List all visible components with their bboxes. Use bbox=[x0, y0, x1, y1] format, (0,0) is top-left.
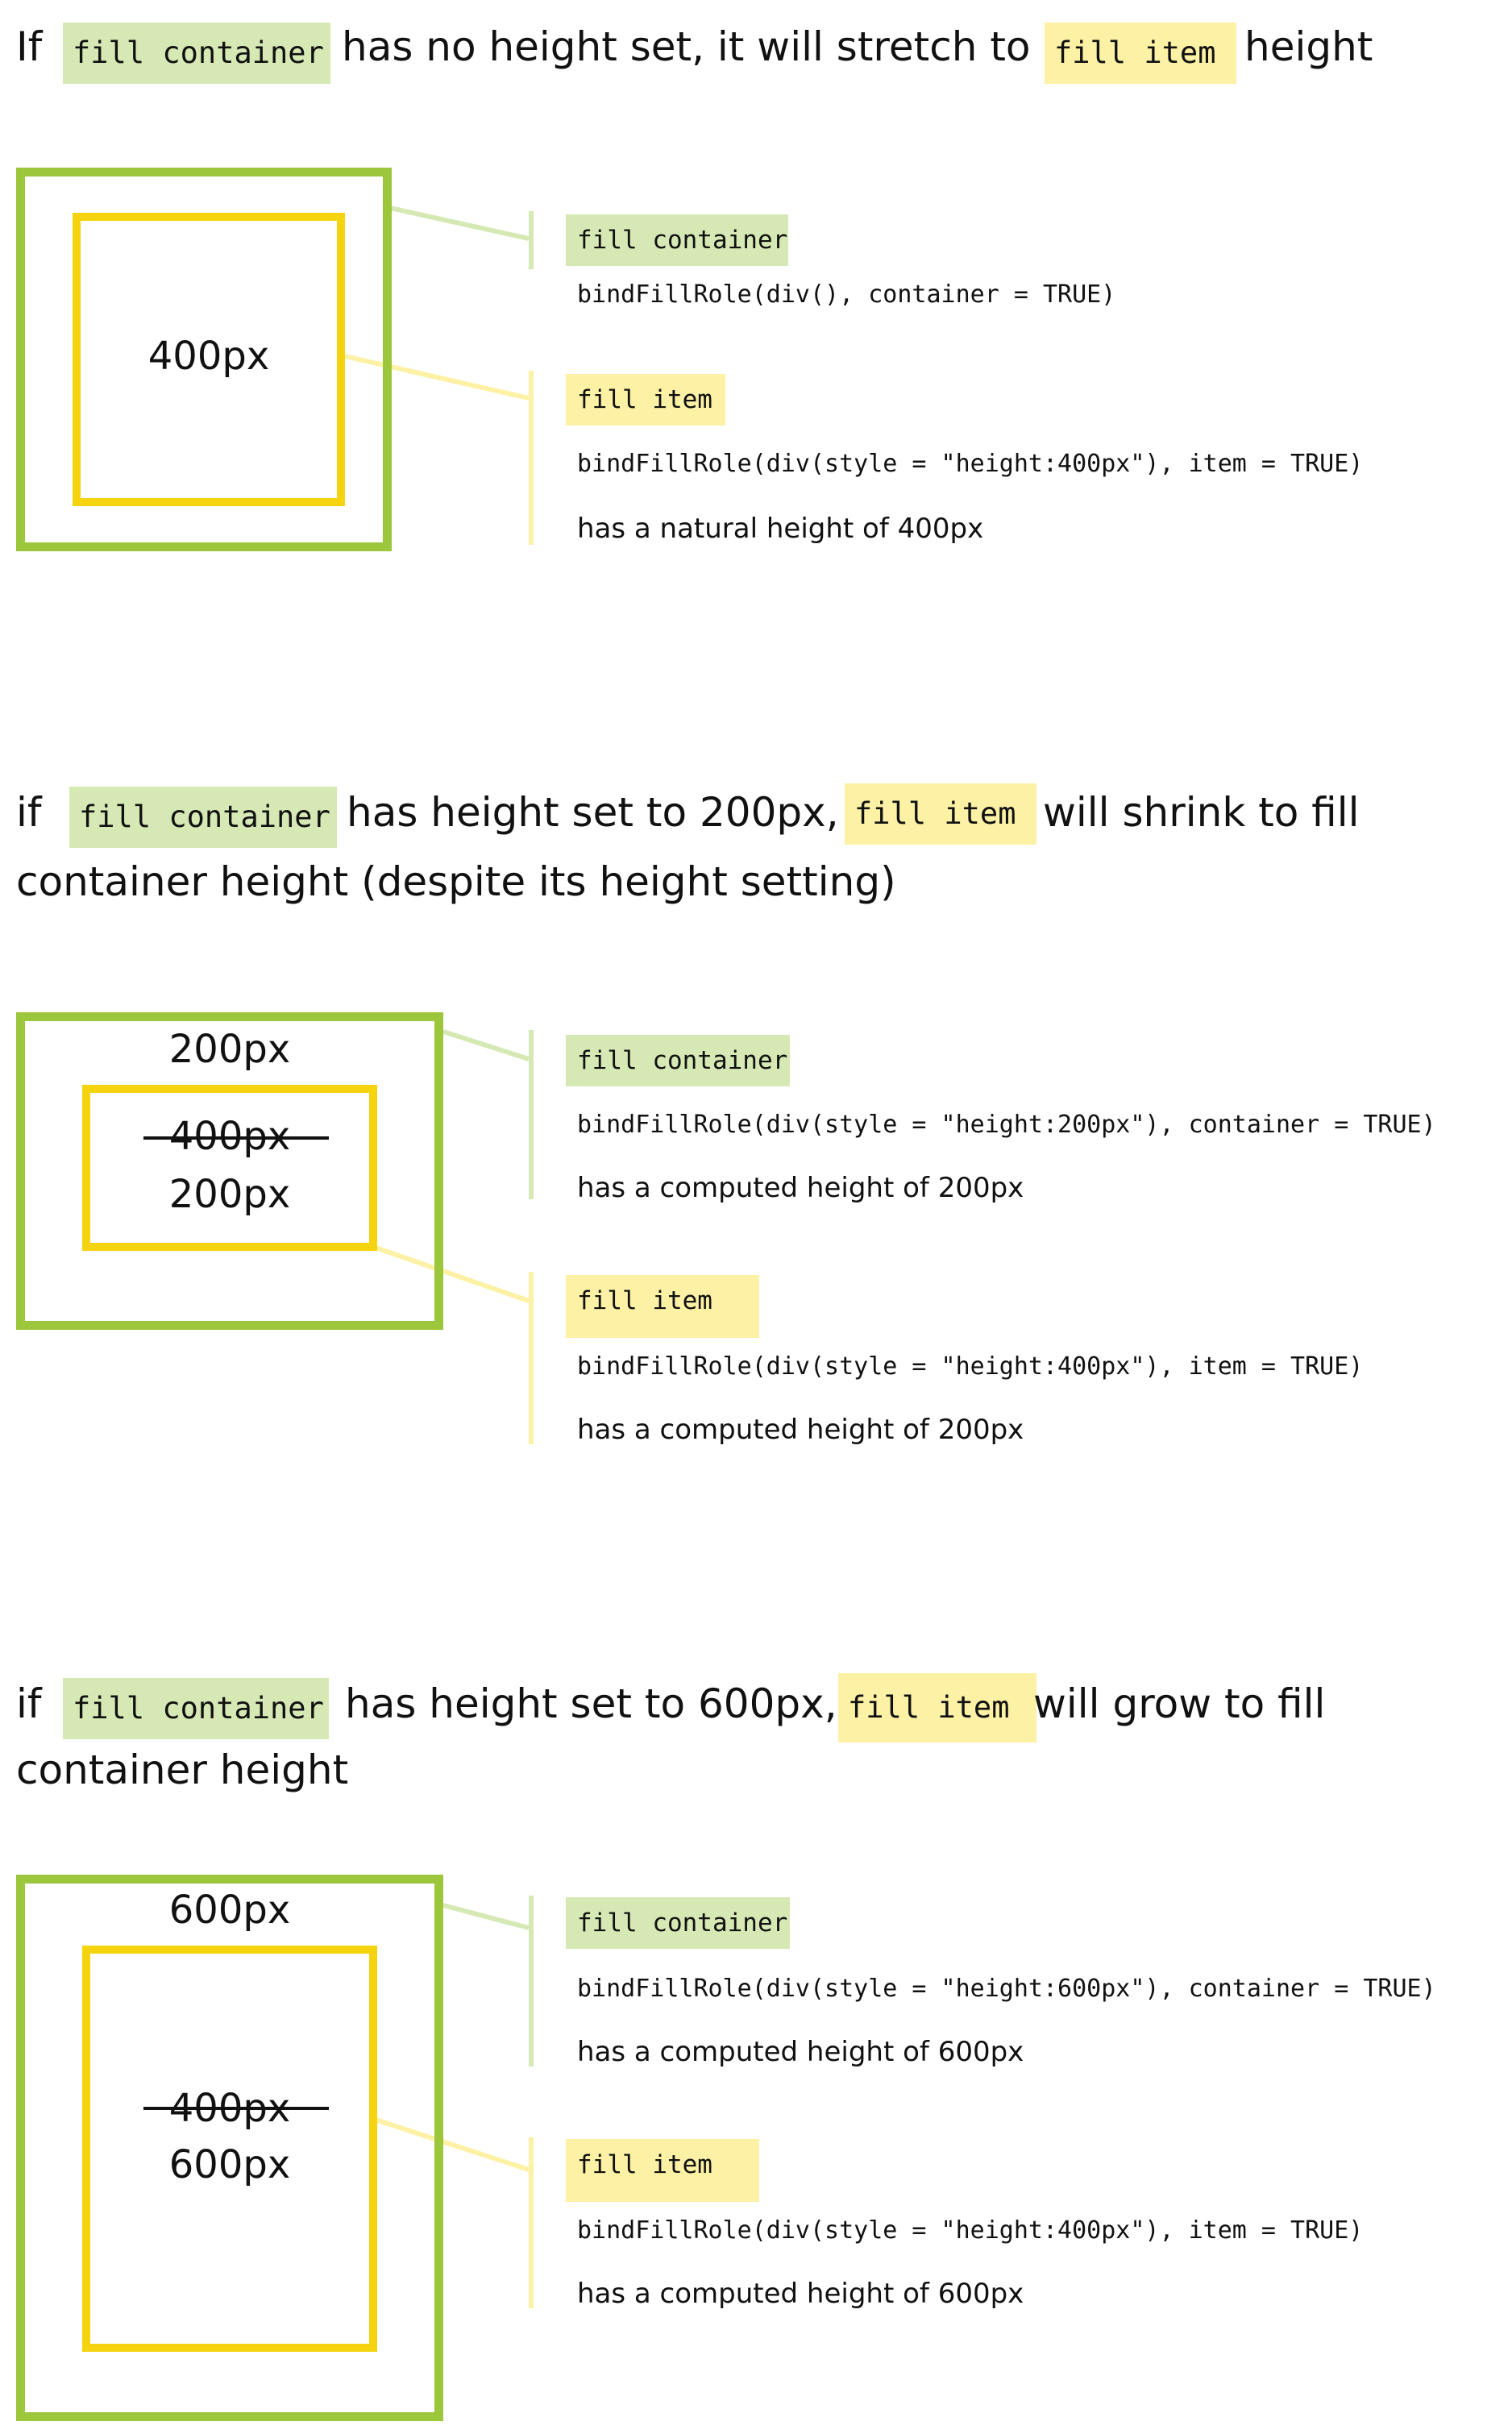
fill-container-box bbox=[16, 168, 392, 551]
heading-text-line-2: container height bbox=[16, 1747, 349, 1793]
container-height-label: 600px bbox=[168, 1888, 291, 1933]
heading-item-tag: fill item bbox=[838, 1673, 1036, 1742]
container-note: has a computed height of 200px bbox=[577, 1172, 1024, 1204]
item-annotation-tag: fill item bbox=[566, 374, 725, 426]
item-annotation-tag: fill item bbox=[566, 2139, 759, 2202]
heading-text: has height set to 600px, bbox=[345, 1680, 837, 1727]
item-code: bindFillRole(div(style = "height:400px")… bbox=[577, 1352, 1364, 1381]
item-annotation-bar bbox=[529, 1272, 534, 1444]
container-annotation-bar bbox=[529, 1896, 534, 2066]
fill-container-box bbox=[16, 1012, 443, 1330]
item-note: has a computed height of 600px bbox=[577, 2278, 1024, 2310]
item-annotation-tag: fill item bbox=[566, 1275, 759, 1338]
item-annotation-bar bbox=[529, 371, 534, 545]
heading-text-line-2: container height (despite its height set… bbox=[16, 858, 896, 905]
heading-text: has height set to 200px, bbox=[347, 789, 839, 836]
strikethrough-line bbox=[143, 1136, 329, 1140]
heading-text: height bbox=[1244, 23, 1373, 70]
heading-container-tag: fill container bbox=[69, 787, 337, 848]
container-annotation-bar bbox=[529, 211, 534, 269]
heading-item-tag: fill item bbox=[1045, 23, 1236, 84]
container-annotation-bar bbox=[529, 1030, 534, 1199]
container-code: bindFillRole(div(), container = TRUE) bbox=[577, 280, 1116, 309]
heading-text: if bbox=[16, 1680, 42, 1727]
heading-text: will grow to fill bbox=[1033, 1680, 1326, 1727]
container-note: has a computed height of 600px bbox=[577, 2036, 1024, 2068]
fill-item-box bbox=[82, 1946, 377, 2352]
heading-text: will shrink to fill bbox=[1043, 789, 1360, 836]
heading-text: if bbox=[16, 789, 42, 836]
heading-item-tag: fill item bbox=[845, 783, 1036, 845]
container-height-label: 200px bbox=[168, 1027, 291, 1072]
container-annotation-tag: fill container bbox=[566, 1035, 790, 1086]
item-computed-height-label: 200px bbox=[168, 1172, 291, 1217]
container-connector bbox=[442, 1903, 530, 1930]
heading-text: has no height set, it will stretch to bbox=[342, 23, 1031, 70]
strikethrough-line bbox=[143, 2107, 329, 2110]
container-connector bbox=[442, 1029, 530, 1061]
item-note: has a computed height of 200px bbox=[577, 1414, 1024, 1446]
fill-item-box bbox=[82, 1085, 377, 1251]
container-code: bindFillRole(div(style = "height:600px")… bbox=[577, 1975, 1436, 2003]
item-code: bindFillRole(div(style = "height:400px")… bbox=[577, 450, 1364, 478]
item-computed-height-label: 600px bbox=[168, 2142, 291, 2187]
heading-container-tag: fill container bbox=[63, 1678, 329, 1739]
fill-container-box bbox=[16, 1875, 443, 2421]
container-annotation-tag: fill container bbox=[566, 214, 788, 266]
container-connector bbox=[389, 206, 530, 241]
fill-item-box bbox=[73, 213, 345, 506]
container-code: bindFillRole(div(style = "height:200px")… bbox=[577, 1111, 1436, 1139]
item-height-label: 400px bbox=[147, 334, 270, 379]
item-note: has a natural height of 400px bbox=[577, 513, 984, 545]
item-code: bindFillRole(div(style = "height:400px")… bbox=[577, 2216, 1364, 2245]
item-annotation-bar bbox=[529, 2137, 534, 2308]
heading-text: If bbox=[16, 23, 43, 70]
container-annotation-tag: fill container bbox=[566, 1897, 790, 1949]
heading-container-tag: fill container bbox=[63, 23, 330, 84]
